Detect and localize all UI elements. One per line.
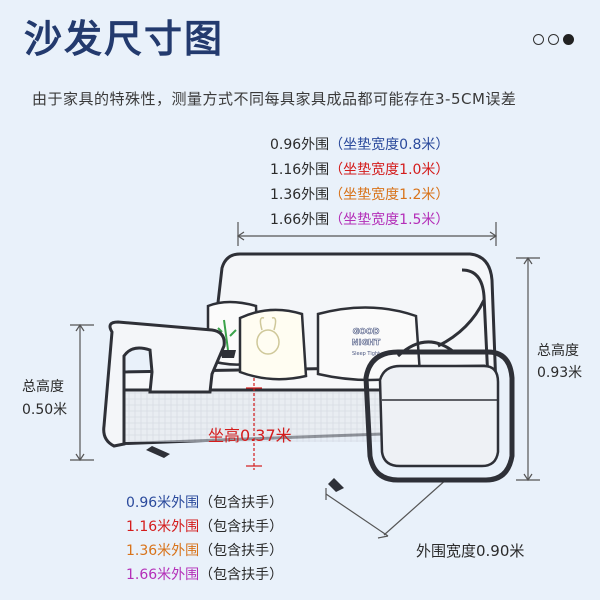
- seat-height-label: 坐高0.37米: [208, 426, 292, 445]
- right-height-label: 总高度: [537, 343, 579, 359]
- carousel-dot-2[interactable]: [548, 34, 559, 45]
- outer-spec-item: 1.36米外围（包含扶手）: [126, 539, 283, 563]
- seat-height-marker: [246, 378, 262, 470]
- outer-spec-item: 0.96米外围（包含扶手）: [126, 491, 283, 515]
- width-spec-girth: 1.66外围: [270, 212, 330, 228]
- pillow-logo-line2: NIGHT: [352, 338, 381, 347]
- right-height-dimension: [516, 256, 540, 482]
- width-dimension-line: [236, 222, 498, 246]
- width-spec-girth: 0.96外围: [270, 137, 330, 153]
- width-spec-girth: 1.36外围: [270, 187, 330, 203]
- width-spec-seat: （坐垫宽度0.8米）: [329, 137, 450, 153]
- outer-spec-list: 0.96米外围（包含扶手） 1.16米外围（包含扶手） 1.36米外围（包含扶手…: [126, 491, 283, 587]
- pillow-logo-line1: GOOD: [353, 327, 380, 336]
- pillow-bunny: [238, 308, 308, 381]
- width-spec-girth: 1.16外围: [270, 162, 330, 178]
- outer-spec-note: （包含扶手）: [199, 567, 284, 583]
- pillow-logo-line3: Sleep Tight: [352, 351, 380, 357]
- outer-spec-girth: 0.96米外围: [126, 495, 200, 511]
- carousel-dots: [533, 34, 574, 45]
- width-spec-seat: （坐垫宽度1.5米）: [329, 212, 450, 228]
- width-spec-item: 0.96外围（坐垫宽度0.8米）: [270, 133, 449, 158]
- width-spec-list: 0.96外围（坐垫宽度0.8米） 1.16外围（坐垫宽度1.0米） 1.36外围…: [270, 133, 449, 233]
- page-title: 沙发尺寸图: [24, 17, 225, 61]
- width-spec-seat: （坐垫宽度1.0米）: [329, 162, 450, 178]
- depth-label: 外围宽度0.90米: [416, 542, 525, 560]
- outer-spec-note: （包含扶手）: [199, 519, 284, 535]
- outer-spec-girth: 1.66米外围: [126, 567, 200, 583]
- width-spec-item: 1.36外围（坐垫宽度1.2米）: [270, 183, 449, 208]
- outer-spec-item: 1.66米外围（包含扶手）: [126, 563, 283, 587]
- carousel-dot-3-active[interactable]: [563, 34, 574, 45]
- measurement-note: 由于家具的特殊性，测量方式不同每具家具成品都可能存在3-5CM误差: [32, 90, 517, 108]
- outer-spec-note: （包含扶手）: [199, 543, 284, 559]
- left-armrest: [102, 320, 226, 448]
- outer-spec-girth: 1.36米外围: [126, 543, 200, 559]
- outer-spec-item: 1.16米外围（包含扶手）: [126, 515, 283, 539]
- outer-spec-note: （包含扶手）: [199, 495, 284, 511]
- carousel-dot-1[interactable]: [533, 34, 544, 45]
- width-spec-item: 1.66外围（坐垫宽度1.5米）: [270, 208, 449, 233]
- right-armrest: [363, 349, 515, 483]
- left-height-label: 总高度: [22, 379, 64, 395]
- width-spec-item: 1.16外围（坐垫宽度1.0米）: [270, 158, 449, 183]
- right-height-value: 0.93米: [537, 365, 583, 381]
- outer-spec-girth: 1.16米外围: [126, 519, 200, 535]
- depth-dimension-line: [325, 477, 449, 539]
- left-height-value: 0.50米: [22, 402, 68, 418]
- width-spec-seat: （坐垫宽度1.2米）: [329, 187, 450, 203]
- left-height-dimension: [70, 323, 94, 462]
